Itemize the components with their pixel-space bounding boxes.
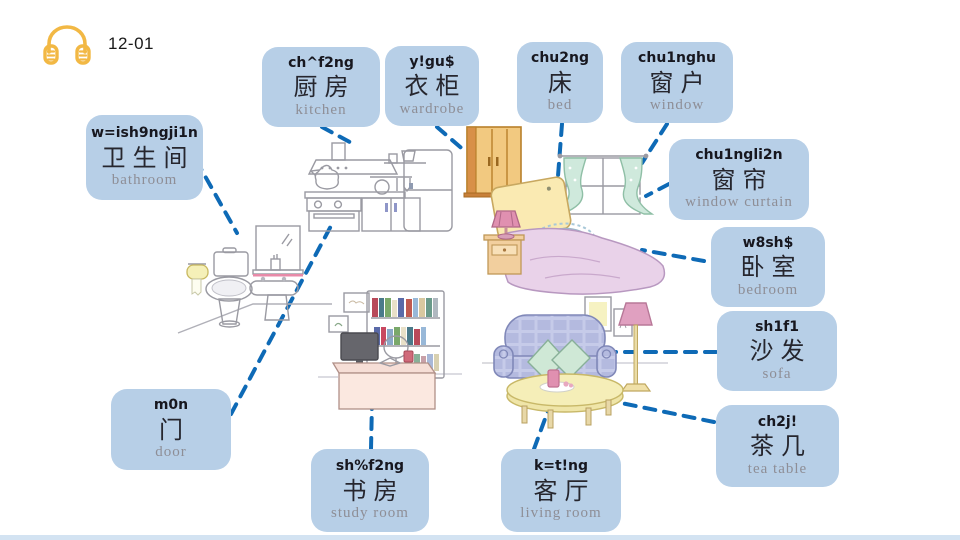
pinyin-text: sh1f1 xyxy=(755,318,799,335)
bathroom-illustration xyxy=(177,225,332,334)
hanzi-text: 书房 xyxy=(342,476,405,505)
pinyin-text: ch^f2ng xyxy=(288,54,354,71)
english-text: bed xyxy=(547,97,573,114)
english-text: study room xyxy=(331,505,409,522)
study-room-illustration xyxy=(318,290,462,410)
hanzi-text: 卫生间 xyxy=(101,143,195,172)
english-text: living room xyxy=(520,505,602,522)
english-text: kitchen xyxy=(295,101,347,118)
label-card-tea-table: ch2j! 茶几 tea table xyxy=(716,405,839,487)
hanzi-text: 沙发 xyxy=(749,337,812,366)
hanzi-text: 卧室 xyxy=(740,253,803,282)
hanzi-text: 床 xyxy=(548,68,579,97)
label-card-window: chu1nghu 窗户 window xyxy=(621,42,733,123)
english-text: window curtain xyxy=(685,194,793,211)
bedroom-illustration xyxy=(483,153,666,295)
audio-track-label: 12-01 xyxy=(108,34,154,53)
english-text: wardrobe xyxy=(399,100,465,117)
pinyin-text: k=t!ng xyxy=(533,458,589,475)
pinyin-text: ch2j! xyxy=(757,413,798,430)
label-card-door: m0n 门 door xyxy=(111,389,231,470)
label-card-bedroom: w8sh$ 卧室 bedroom xyxy=(711,227,825,307)
kitchen-illustration xyxy=(304,142,453,232)
wardrobe-illustration xyxy=(463,126,524,198)
english-text: door xyxy=(155,444,187,461)
pinyin-text: m0n xyxy=(153,397,189,414)
english-text: sofa xyxy=(762,365,792,382)
english-text: bedroom xyxy=(737,281,799,298)
label-card-living-room: k=t!ng 客厅 living room xyxy=(501,449,621,532)
english-text: window xyxy=(649,97,705,114)
hanzi-text: 窗户 xyxy=(649,68,712,97)
english-text: tea table xyxy=(747,460,808,477)
label-card-bed: chu2ng 床 bed xyxy=(517,42,603,123)
pinyin-text: w=ish9ngji1n xyxy=(91,125,198,142)
pinyin-text: w8sh$ xyxy=(742,234,794,251)
living-room-illustration xyxy=(482,296,668,429)
pinyin-text: sh%f2ng xyxy=(335,458,405,475)
hanzi-text: 茶几 xyxy=(750,432,812,461)
hanzi-text: 客厅 xyxy=(533,476,596,505)
label-card-study-room: sh%f2ng 书房 study room xyxy=(311,449,429,532)
pinyin-text: chu2ng xyxy=(531,50,589,67)
audio-header: 12-01 xyxy=(40,20,154,68)
english-text: bathroom xyxy=(111,172,178,189)
hanzi-text: 厨房 xyxy=(293,73,356,102)
label-card-window-curtain: chu1ngli2n 窗帘 window curtain xyxy=(669,139,809,220)
hanzi-text: 门 xyxy=(159,415,190,444)
pinyin-text: chu1ngli2n xyxy=(695,147,783,164)
label-card-kitchen: ch^f2ng 厨房 kitchen xyxy=(262,47,380,127)
label-card-sofa: sh1f1 沙发 sofa xyxy=(717,311,837,391)
hanzi-text: 衣柜 xyxy=(404,72,467,101)
pinyin-text: y!gu$ xyxy=(409,53,455,70)
label-card-wardrobe: y!gu$ 衣柜 wardrobe xyxy=(385,46,479,126)
pinyin-text: chu1nghu xyxy=(638,50,716,67)
label-card-bathroom: w=ish9ngji1n 卫生间 bathroom xyxy=(86,115,203,200)
hanzi-text: 窗帘 xyxy=(711,165,774,194)
bottom-border xyxy=(0,535,960,540)
headphones-icon[interactable] xyxy=(40,20,94,68)
